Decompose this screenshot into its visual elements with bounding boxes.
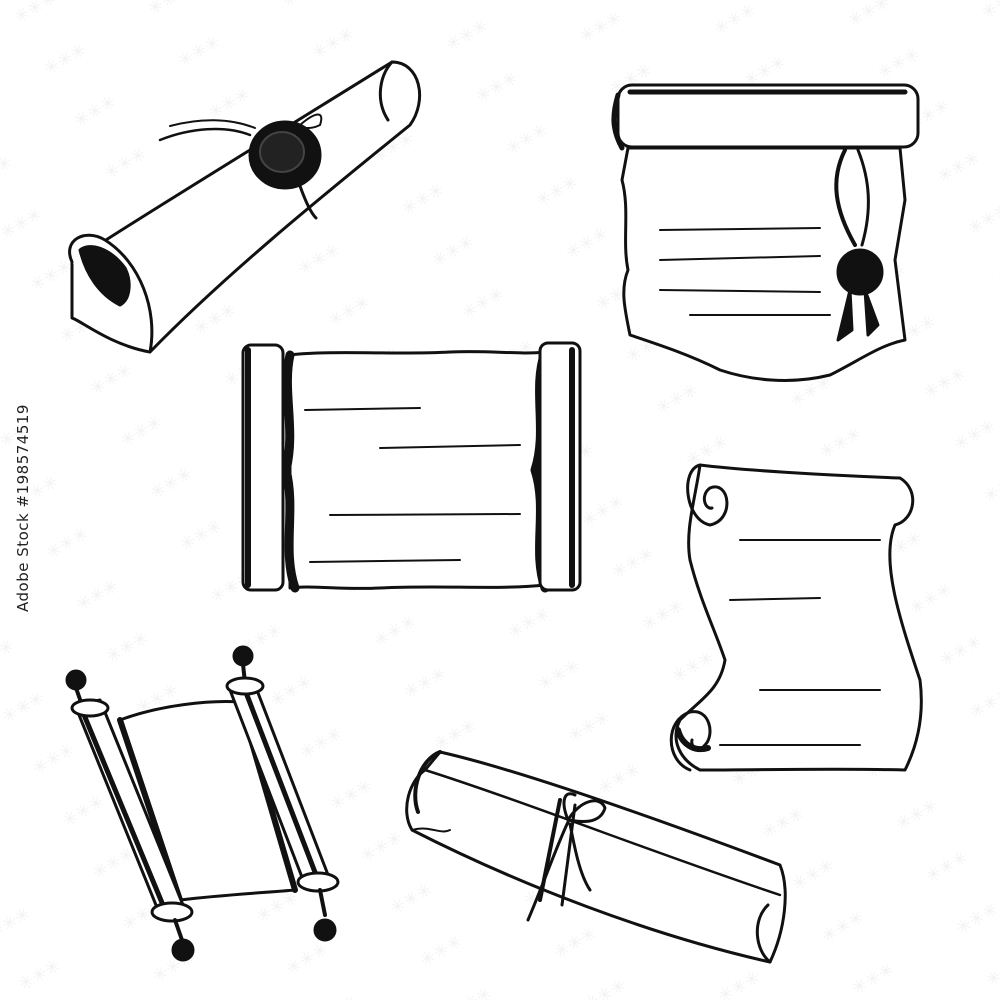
sealed-rolled-scroll — [68, 60, 422, 354]
curled-parchment-sheet — [669, 463, 923, 772]
open-scroll-with-rollers — [241, 341, 582, 593]
tied-rolled-document — [405, 750, 787, 964]
watermark-brand: Adobe Stock — [14, 512, 32, 612]
hanging-parchment-with-wax-seal — [611, 83, 920, 382]
torah-style-scroll — [65, 645, 340, 962]
watermark-id-text: Adobe Stock #198574519 — [14, 258, 34, 758]
watermark-id: #198574519 — [14, 404, 32, 508]
